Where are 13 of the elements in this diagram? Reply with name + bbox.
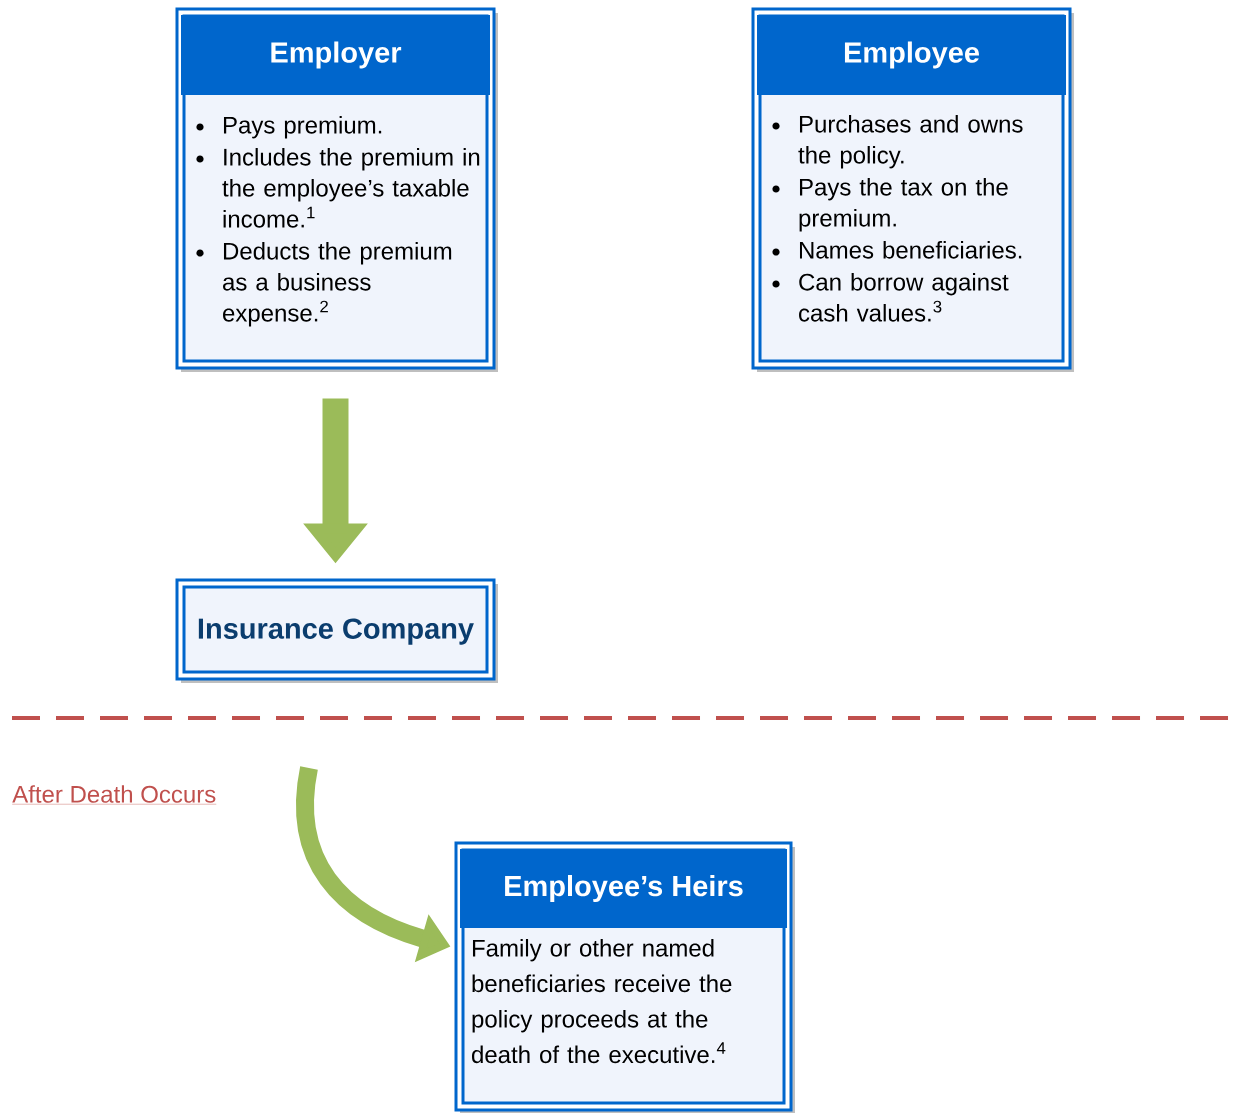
bullet-item: Pays premium. <box>196 116 382 139</box>
bullet-item: Names beneficiaries. <box>772 241 1022 259</box>
header-card: Employer Pays premium. Includes the premium in the employee’s taxable income.$^{1}$ Deducts the premium as a business expense.$^{2}$ <box>175 7 498 372</box>
bullet-item: Purchases and owns the policy. <box>772 115 1023 169</box>
section-heading: After Death Occurs <box>12 785 217 805</box>
header-card: Employee Purchases and owns the policy. Pays the tax on the premium. Names beneficiaries. Can borrow against cash values.$^{3}$ <box>751 7 1074 372</box>
body-text: Family or other named beneficiaries receive the policy proceeds at the death of the executive.$^{4}$ <box>472 939 732 1064</box>
header-card: Employee’s Heirs Family or other named beneficiaries receive the policy proceeds at the death of the executive.$^{4}$ <box>454 841 795 1113</box>
bullet-item: Deducts the premium as a business expense.$^{2}$ <box>196 242 452 327</box>
bullet-item: Can borrow against cash values.$^{3}$ <box>772 273 1009 322</box>
title-card: Insurance Company <box>175 578 498 683</box>
bullet-item: Pays the tax on the premium. <box>772 178 1008 232</box>
bullet-item: Includes the premium in the employee’s taxable income.$^{1}$ <box>196 148 480 228</box>
